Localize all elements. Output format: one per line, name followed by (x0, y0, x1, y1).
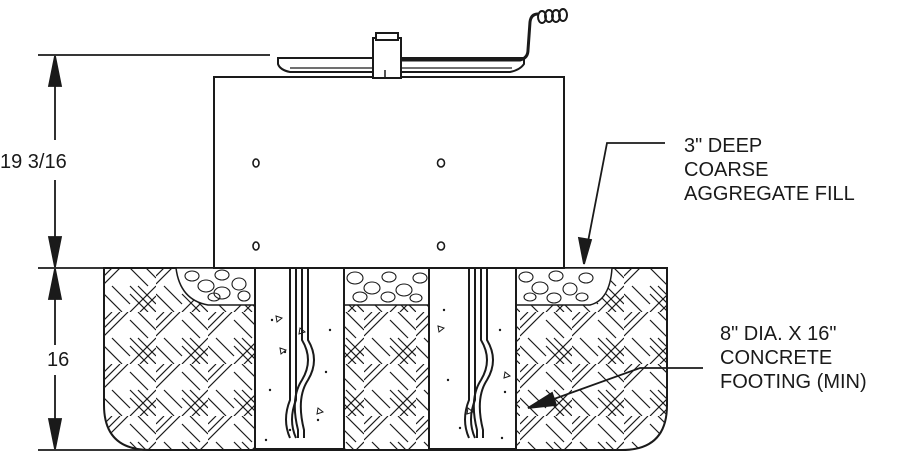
arrowhead (577, 236, 593, 265)
aggregate-fill (175, 267, 613, 306)
callout-line: CONCRETE (720, 347, 833, 369)
bolt-hole (252, 241, 260, 251)
callout-line: COARSE (684, 159, 769, 181)
soil-block (103, 267, 668, 451)
callout-line: 3" DEEP (684, 135, 763, 157)
dimension-lower-label: 16 (47, 349, 70, 371)
dimension-lines (38, 54, 270, 451)
bolt-hole (436, 241, 446, 251)
leader-lines (527, 142, 703, 409)
arrowhead (47, 268, 63, 300)
callout-line: AGGREGATE FILL (684, 183, 855, 205)
callout-line: 8" DIA. X 16" (720, 323, 837, 345)
bolt-hole (436, 158, 446, 168)
lid-assembly (277, 8, 568, 79)
footing-left (254, 267, 345, 450)
concrete-footing-callout: 8" DIA. X 16" CONCRETE FOOTING (MIN) (720, 322, 867, 394)
crank-grip (537, 8, 568, 24)
arrowhead (47, 236, 63, 268)
aggregate-fill-callout: 3" DEEP COARSE AGGREGATE FILL (684, 134, 855, 206)
dimension-upper-label: 19 3/16 (0, 151, 67, 173)
center-hub (372, 37, 402, 79)
arrowhead (47, 418, 63, 450)
arrowhead (527, 391, 558, 409)
bolt-hole (252, 158, 260, 168)
arrowhead (47, 55, 63, 87)
enclosure-body (213, 76, 565, 269)
crank-handle (401, 12, 539, 62)
callout-line: FOOTING (MIN) (720, 371, 867, 393)
footing-right (428, 267, 517, 450)
